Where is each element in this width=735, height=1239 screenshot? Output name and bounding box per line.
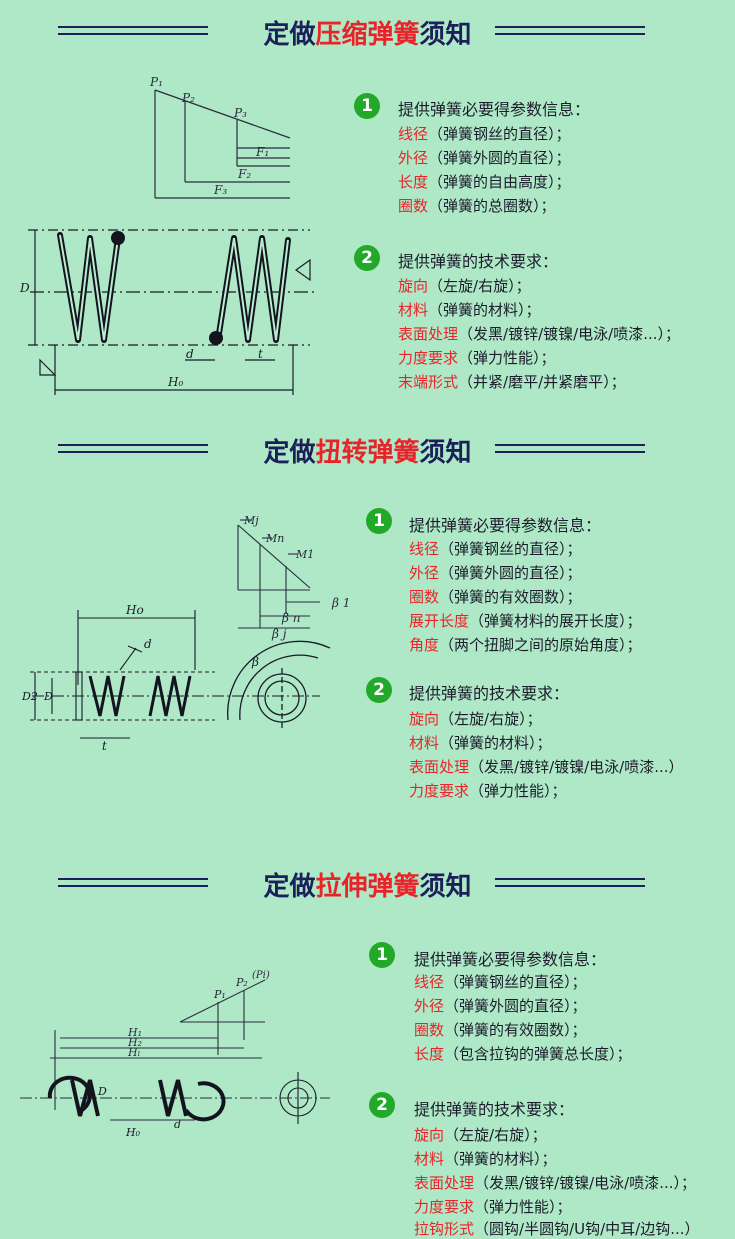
extension-spring-diagram: P₁ P₂ (Pi) H₁ H₂ Hₗ D d H₀ [20,970,330,1139]
list-item: 表面处理（发黑/镀锌/镀镍/电泳/喷漆...）； [398,325,681,343]
label-pitch: t [102,739,107,753]
list-item: 长度（包含拉钩的弹簧总长度）； [414,1045,632,1063]
step-1-badge: 1 [354,93,380,119]
label-mj: Mj [243,514,259,527]
label-h1: H₁ [127,1026,142,1039]
torsion-spring-diagram: Mj Mn M1 β 1 β n β j Ho d D2 D t β [21,514,350,753]
label-pitch: t [258,347,263,361]
section-title: 定做扭转弹簧须知 [263,438,472,468]
list-item: 力度要求（弹力性能）； [409,782,567,800]
label-p3: P₃ [233,106,247,120]
label-beta-1: β 1 [331,596,350,610]
list-item: 线径（弹簧钢丝的直径）； [409,540,582,558]
group-heading: 提供弹簧的技术要求： [398,252,559,271]
section-title: 定做拉伸弹簧须知 [263,872,472,902]
label-outer-diameter: D [97,1085,107,1098]
label-angle-beta: β [251,655,259,669]
list-item: 圈数（弹簧的有效圈数）； [409,588,582,606]
list-item: 线径（弹簧钢丝的直径）； [398,125,571,143]
step-2-badge: 2 [366,677,392,703]
list-item: 末端形式（并紧/磨平/并紧磨平）； [398,373,626,391]
label-f2: F₂ [237,167,251,181]
title-decoration-right [495,878,645,890]
group-heading: 提供弹簧必要得参数信息： [398,100,591,119]
label-beta-n: β n [281,611,300,625]
label-ho: H₀ [125,1126,141,1139]
list-item: 表面处理（发黑/镀锌/镀镍/电泳/喷漆...） [409,758,684,776]
label-pi: (Pi) [252,970,270,981]
list-item: 展开长度（弹簧材料的展开长度）； [409,612,642,630]
page-title: 定做压缩弹簧须知 [263,20,472,50]
group-heading: 提供弹簧必要得参数信息： [414,950,607,969]
label-p2: P₂ [235,976,248,989]
list-item: 旋向（左旋/右旋）； [398,277,531,295]
label-p1: P₁ [149,75,163,89]
list-item: 外径（弹簧外圆的直径）； [414,997,587,1015]
section-extension-title: 定做拉伸弹簧须知 [0,864,735,904]
title-decoration-left [58,444,208,456]
group-heading: 提供弹簧的技术要求： [409,684,570,703]
list-item: 材料（弹簧的材料）； [398,301,541,319]
list-item: 外径（弹簧外圆的直径）； [398,149,571,167]
list-item: 线径（弹簧钢丝的直径）； [414,973,587,991]
label-ho: Ho [125,603,144,617]
list-item: 拉钩形式（圆钩/半圆钩/U钩/中耳/边钩...） [414,1220,700,1238]
group-heading: 提供弹簧必要得参数信息： [409,516,602,535]
label-p1: P₁ [213,988,226,1001]
step-2-badge: 2 [369,1092,395,1118]
title-decoration-left [58,26,208,38]
label-hl: Hₗ [127,1046,140,1059]
label-m1: M1 [295,548,314,561]
list-item: 材料（弹簧的材料）； [414,1150,557,1168]
list-item: 角度（两个扭脚之间的原始角度）； [409,636,642,654]
list-item: 长度（弹簧的自由高度）； [398,173,571,191]
list-item: 力度要求（弹力性能）； [414,1198,572,1216]
list-item: 外径（弹簧外圆的直径）； [409,564,582,582]
title-decoration-right [495,26,645,38]
label-outer-diameter: D [19,281,30,295]
step-2-badge: 2 [354,245,380,271]
label-d2: D2 [21,690,38,703]
label-free-height: H₀ [167,375,183,389]
label-beta-j: β j [271,627,287,641]
label-mn: Mn [265,532,284,545]
list-item: 材料（弹簧的材料）； [409,734,552,752]
list-item: 旋向（左旋/右旋）； [409,710,542,728]
compression-spring-diagram: P₁ P₂ P₃ F₁ F₂ F₃ D d t H₀ [19,75,315,395]
label-wire-diameter: d [174,1118,181,1131]
section-torsion-title: 定做扭转弹簧须知 [0,430,735,470]
label-wire-diameter: d [144,637,152,651]
step-1-badge: 1 [366,508,392,534]
title-decoration-left [58,878,208,890]
step-1-badge: 1 [369,942,395,968]
list-item: 力度要求（弹力性能）； [398,349,556,367]
label-f1: F₁ [255,145,269,159]
section-compression-title: 定做压缩弹簧须知 [0,12,735,52]
label-f3: F₃ [213,183,227,197]
list-item: 表面处理（发黑/镀锌/镀镍/电泳/喷漆...）； [414,1174,697,1192]
label-h2: H₂ [127,1036,142,1049]
label-wire-diameter: d [186,347,194,361]
label-p2: P₂ [181,91,195,105]
list-item: 旋向（左旋/右旋）； [414,1126,547,1144]
label-outer-diameter: D [43,690,53,703]
group-heading: 提供弹簧的技术要求： [414,1100,575,1119]
list-item: 圈数（弹簧的总圈数）； [398,197,556,215]
list-item: 圈数（弹簧的有效圈数）； [414,1021,587,1039]
title-decoration-right [495,444,645,456]
